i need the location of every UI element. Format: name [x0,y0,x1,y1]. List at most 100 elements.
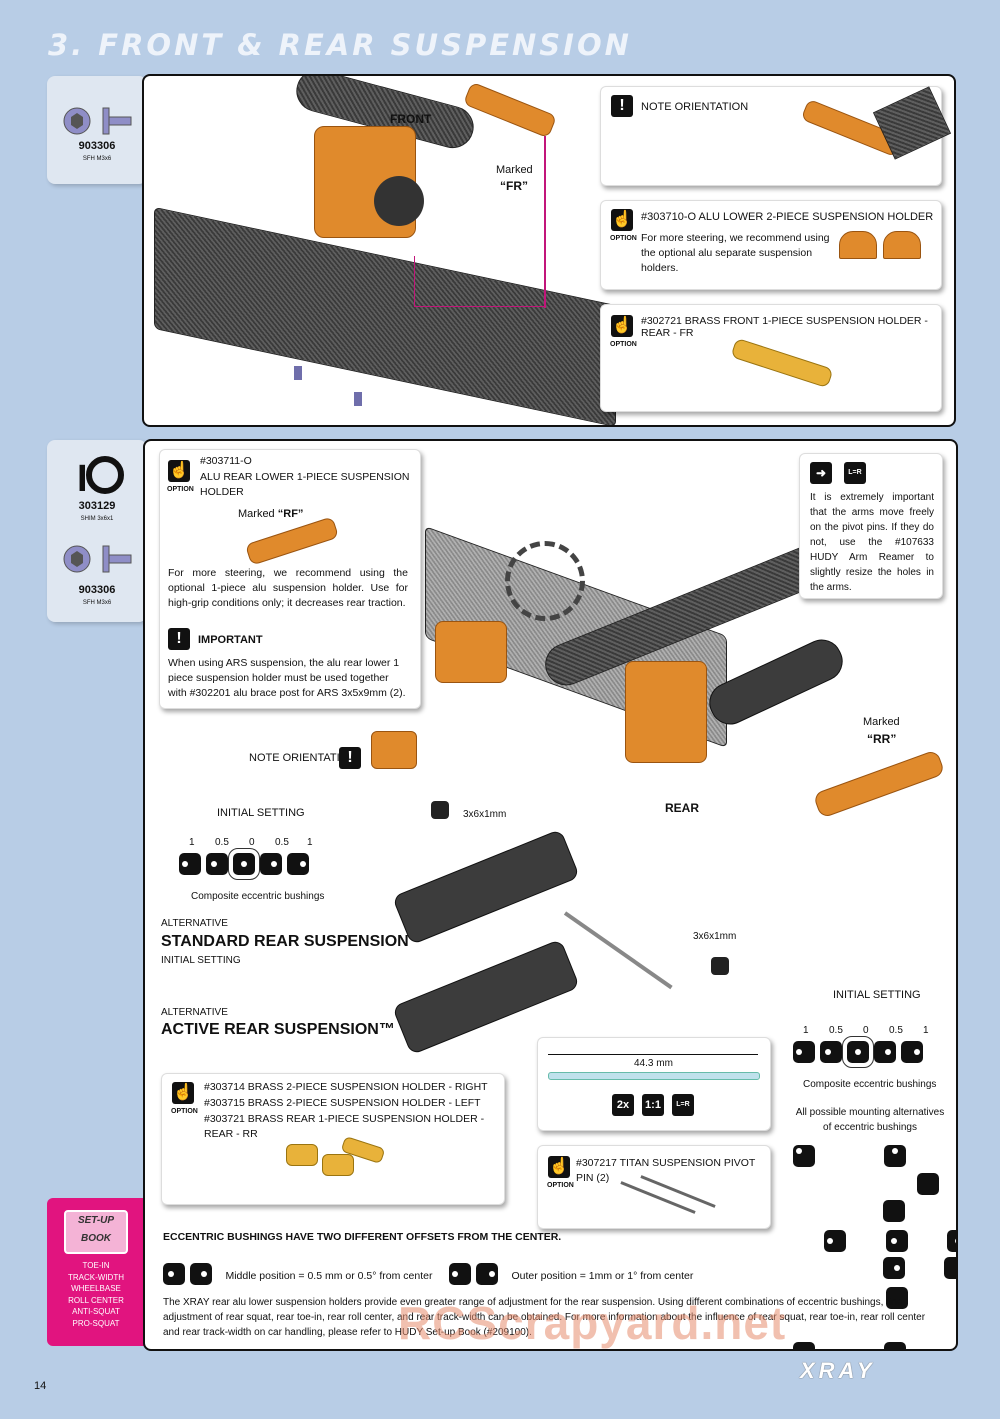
option-alu-lower-card: ☝ OPTION #303710-O ALU LOWER 2-PIECE SUS… [600,200,942,290]
option-titan-pin-card: ☝ OPTION #307217 TITAN SUSPENSION PIVOT … [537,1145,771,1229]
part-number: 303129 [78,500,116,512]
rear-bulkhead [625,661,707,763]
holder-illustration [883,231,921,259]
eccentric-paragraph: The XRAY rear alu lower suspension holde… [163,1297,926,1338]
alt1-big: STANDARD REAR SUSPENSION [161,933,409,950]
note-title: NOTE ORIENTATION [641,101,749,113]
bushing-icon [947,1230,956,1252]
bushing-icon [883,1200,905,1222]
rear-label: REAR [665,801,700,815]
alt1-small: ALTERNATIVE [161,918,228,929]
screw [354,392,362,406]
rr-marked-code: “RR” [867,732,897,746]
bushing-icon [228,848,260,880]
brass-holder-illustration [322,1154,354,1176]
front-label: FRONT [390,112,432,126]
option-text: For more steering, we recommend using th… [168,567,408,609]
bushing-icon [190,1263,212,1285]
bushing-icon [944,1257,956,1279]
eccentric-outer: Outer position = 1mm or 1° from center [449,1263,693,1290]
pin-illustration [620,1181,696,1214]
guide-line [544,136,546,308]
option-tag: OPTION [171,1108,198,1115]
bushing-icon [287,853,309,875]
parts-sidebar-bottom: I 303129 SHIM 3x6x1 903306 SFH M3x6 [47,440,147,622]
option-tag: OPTION [547,1182,574,1189]
front-marked-code: “FR” [500,179,528,193]
option-brass-rear-card: ☝ OPTION #303714 BRASS 2-PIECE SUSPENSIO… [161,1073,505,1205]
bushing-icon [824,1230,847,1252]
watermark: RCScrapyard.net [398,1297,787,1349]
alt1-sub: INITIAL SETTING [161,955,241,966]
part-number: 903306 [78,584,116,596]
parts-sidebar-top: 903306 SFH M3x6 [47,76,147,184]
brass-holder-illustration [286,1144,318,1166]
rf-marked-text: Marked “RF” [238,508,304,520]
brand-logo: XRAY [800,1358,876,1383]
part-desc: SFH M3x6 [82,156,112,162]
setup-book-icon: SET-UP BOOK [64,1210,128,1254]
bushing-part [431,801,449,819]
pivot-pin-card: 44.3 mm 2x 1:1 L=R [537,1037,771,1131]
bushing-icon [901,1041,923,1063]
thumbs-up-icon: ☝ [611,315,633,337]
motor-mount [435,621,507,683]
screw-icon [63,104,133,143]
pin-length: 44.3 mm [634,1058,673,1069]
page-number: 14 [34,1380,47,1392]
bushing-row2 [793,1036,928,1068]
reamer-icon: ➜ [810,462,832,484]
composite-label: Composite eccentric bushings [191,891,325,902]
exclamation-icon: ! [611,95,633,117]
eccentric-middle: Middle position = 0.5 mm or 0.5° from ce… [163,1263,432,1290]
alt2-big: ACTIVE REAR SUSPENSION™ [161,1021,395,1038]
bushing-icon [449,1263,471,1285]
brass-line: #303714 BRASS 2-PIECE SUSPENSION HOLDER … [204,1081,488,1093]
bushing-icon [179,853,201,875]
shim-label: 3x6x1mm [463,809,507,820]
initial-setting2-label: INITIAL SETTING [833,989,921,1001]
bushing-icon [260,853,282,875]
bushing-icon [820,1041,842,1063]
exclamation-icon: ! [339,747,361,769]
all-positions-label: All possible mounting alternatives of ec… [795,1107,945,1133]
holder-illustration [839,231,877,259]
shim-icon: I [77,456,124,501]
pivot-pin [563,911,673,990]
bushing-icon [793,1145,815,1167]
front-holder [462,81,558,139]
front-marked-text: Marked [496,164,533,176]
page-title: 3. FRONT & REAR SUSPENSION [48,28,632,62]
brass-line: #303721 BRASS REAR 1-PIECE SUSPENSION HO… [204,1113,485,1140]
initial-setting-label: INITIAL SETTING [217,807,305,819]
bushing-icon [206,853,228,875]
front-diff [374,176,424,226]
setup-book-box: SET-UP BOOK TOE-IN TRACK-WIDTH WHEELBASE… [47,1198,145,1346]
front-chassis-plate [154,206,616,425]
left-right-icon: L=R [844,462,866,484]
note-orientation-card: ! NOTE ORIENTATION [600,86,952,186]
thumbs-up-icon: ☝ [611,209,633,231]
spur-gear [505,541,585,621]
part-desc: SFH M3x6 [82,600,112,606]
ratio-icon: 1:1 [642,1094,664,1116]
bushing-icon [793,1342,815,1349]
dimension-line [548,1054,758,1055]
important-text: When using ARS suspension, the alu rear … [168,657,406,699]
note-orientation-label: NOTE ORIENTATION [249,752,357,764]
option-brass-front-card: ☝ OPTION #302721 BRASS FRONT 1-PIECE SUS… [600,304,942,412]
bushing-row [179,848,314,880]
screw-icon [63,542,133,581]
option-title: #302721 BRASS FRONT 1-PIECE SUSPENSION H… [641,315,928,339]
shim2-label: 3x6x1mm [693,931,737,942]
option-text: For more steering, we recommend using th… [641,232,830,274]
option-title: #303710-O ALU LOWER 2-PIECE SUSPENSION H… [641,211,934,223]
bushing-part [711,957,729,975]
option-tag: OPTION [610,235,637,242]
bushing-icon [917,1173,940,1195]
thumbs-up-icon: ☝ [172,1082,194,1104]
option-title: ALU REAR LOWER 1-PIECE SUSPENSION HOLDER [200,471,410,498]
bushing-icon [793,1041,815,1063]
thumbs-up-icon: ☝ [548,1156,570,1178]
option-tag: OPTION [167,486,194,493]
